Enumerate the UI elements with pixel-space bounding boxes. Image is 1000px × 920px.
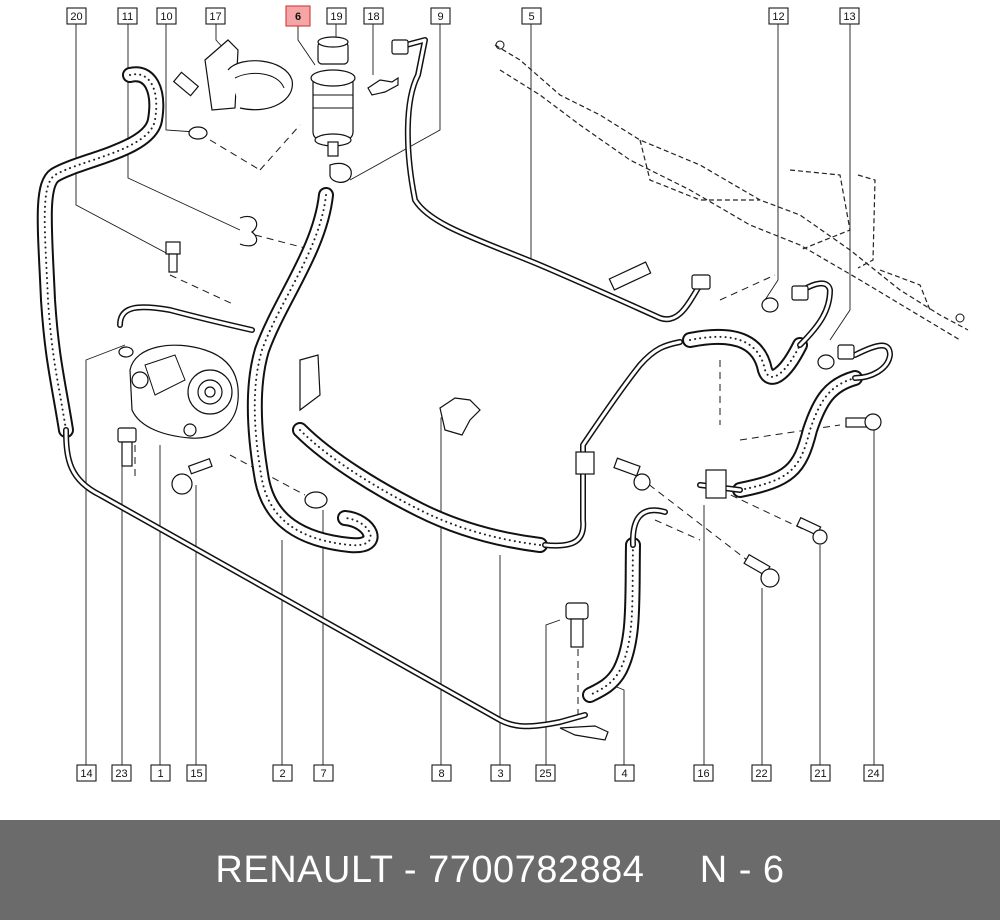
svg-text:15: 15	[190, 768, 202, 780]
fitting-c	[837, 344, 855, 360]
svg-text:4: 4	[621, 768, 627, 780]
cap-19	[317, 36, 349, 65]
bracket-pipe-5	[608, 261, 652, 291]
callout-1[interactable]: 1	[150, 764, 171, 782]
assembly-dashes	[134, 124, 841, 720]
parts-diagram: 20 11 10 17 6 19 18 9 5 12 13 14 23 1 15…	[36, 5, 969, 782]
bolt-16	[613, 457, 651, 491]
svg-text:21: 21	[814, 768, 826, 780]
callout-19[interactable]: 19	[326, 7, 347, 25]
svg-text:18: 18	[367, 11, 379, 23]
callout-10[interactable]: 10	[156, 7, 177, 25]
pump-1	[129, 344, 239, 439]
pipe-clamp	[575, 451, 595, 475]
svg-text:25: 25	[539, 768, 551, 780]
oring-12	[761, 297, 779, 313]
callout-12[interactable]: 12	[768, 7, 789, 25]
callout-5[interactable]: 5	[521, 7, 542, 25]
callout-24[interactable]: 24	[863, 764, 884, 782]
oring-13	[817, 354, 835, 370]
callout-20[interactable]: 20	[66, 7, 87, 25]
position-label: N - 6	[699, 848, 785, 891]
bracket-8	[439, 397, 481, 436]
svg-text:13: 13	[843, 11, 855, 23]
svg-text:11: 11	[122, 11, 133, 23]
callout-4[interactable]: 4	[614, 764, 635, 782]
clamp-11	[239, 215, 258, 247]
callout-9[interactable]: 9	[430, 7, 451, 25]
bolt-23	[117, 427, 137, 467]
callout-23[interactable]: 23	[111, 764, 132, 782]
callout-7[interactable]: 7	[313, 764, 334, 782]
callout-25[interactable]: 25	[535, 764, 556, 782]
svg-text:14: 14	[80, 768, 92, 780]
svg-text:20: 20	[70, 11, 82, 23]
bolt-24	[845, 413, 882, 431]
pipes	[63, 37, 893, 730]
bracket-bottom	[559, 725, 609, 741]
svg-text:2: 2	[279, 768, 285, 780]
part-footer-bar: RENAULT - 7700782884 N - 6	[0, 820, 1000, 920]
callouts-top: 20 11 10 17 6 19 18 9 5 12 13	[66, 5, 860, 27]
svg-text:22: 22	[755, 768, 767, 780]
hose-stub-10	[172, 71, 200, 97]
callout-16[interactable]: 16	[693, 764, 714, 782]
callout-13[interactable]: 13	[839, 7, 860, 25]
clamp-7	[304, 491, 328, 509]
bracket-hose-3	[299, 354, 321, 412]
parts	[117, 36, 882, 741]
callouts-bottom: 14 23 1 15 2 7 8 3 25 4 16 22 21 24	[76, 764, 884, 782]
callout-14[interactable]: 14	[76, 764, 97, 782]
svg-text:6: 6	[295, 11, 301, 23]
fitting-b	[791, 285, 809, 301]
svg-text:7: 7	[320, 768, 326, 780]
brand-name: RENAULT	[215, 848, 393, 891]
bracket-17	[204, 39, 293, 111]
svg-text:23: 23	[115, 768, 127, 780]
callout-15[interactable]: 15	[186, 764, 207, 782]
washer-14	[118, 346, 134, 358]
part-caption: RENAULT - 7700782884 N - 6	[215, 849, 784, 892]
fitting-d	[391, 39, 409, 55]
hoses	[36, 66, 863, 703]
bolt-25	[565, 602, 589, 648]
svg-text:3: 3	[497, 768, 503, 780]
caption-gap	[644, 849, 699, 891]
svg-text:1: 1	[157, 768, 163, 780]
callout-6-highlighted[interactable]: 6	[285, 5, 311, 27]
svg-text:8: 8	[438, 768, 444, 780]
fitting-a	[691, 274, 711, 290]
clip-18	[367, 76, 399, 96]
callout-21[interactable]: 21	[810, 764, 831, 782]
callout-2[interactable]: 2	[272, 764, 293, 782]
reservoir-6	[310, 69, 356, 157]
power-steering-diagram-svg: 20 11 10 17 6 19 18 9 5 12 13 14 23 1 15…	[36, 5, 969, 782]
leader-lines	[75, 24, 875, 765]
bracket-16	[705, 469, 727, 499]
bolt-21	[796, 516, 828, 545]
callout-22[interactable]: 22	[751, 764, 772, 782]
callout-18[interactable]: 18	[363, 7, 384, 25]
steering-rack	[494, 40, 969, 341]
bolt-22	[743, 553, 780, 588]
clamp-9	[329, 162, 352, 183]
callout-8[interactable]: 8	[431, 764, 452, 782]
svg-text:9: 9	[437, 11, 443, 23]
callout-17[interactable]: 17	[205, 7, 226, 25]
callout-11[interactable]: 11	[117, 7, 138, 25]
clamp-10	[188, 126, 208, 140]
fitting-20	[165, 241, 181, 273]
svg-text:17: 17	[209, 11, 221, 23]
svg-text:5: 5	[528, 11, 534, 23]
svg-text:16: 16	[697, 768, 709, 780]
svg-text:24: 24	[867, 768, 879, 780]
svg-text:19: 19	[330, 11, 342, 23]
part-number: 7700782884	[428, 848, 645, 891]
bolt-15	[171, 457, 213, 495]
svg-text:12: 12	[772, 11, 784, 23]
caption-separator: -	[392, 848, 429, 891]
callout-3[interactable]: 3	[490, 764, 511, 782]
svg-text:10: 10	[160, 11, 172, 23]
